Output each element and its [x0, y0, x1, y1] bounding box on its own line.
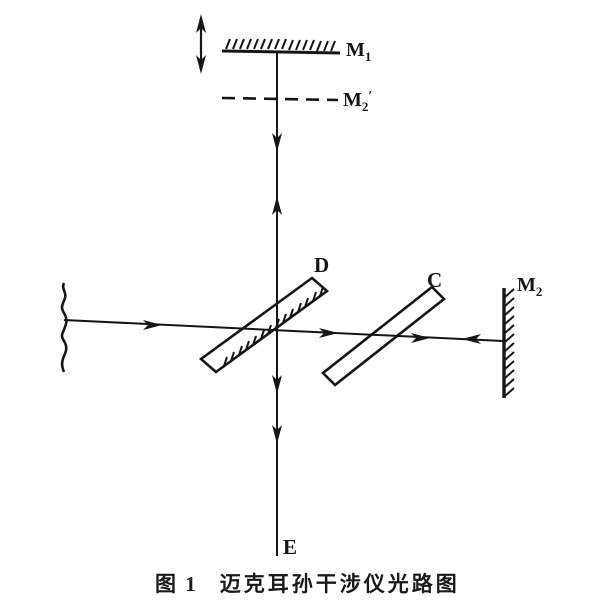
label-beam-splitter-d: D [314, 253, 329, 277]
arrowhead-right-icon [143, 320, 162, 330]
arrowhead-up-icon [272, 196, 282, 215]
label-mirror-m1: M1 [346, 39, 371, 64]
mirror-m1-hatching [225, 38, 336, 52]
beam-splitter-hatching [223, 286, 324, 367]
horizontal-beam [63, 319, 504, 342]
label-mirror-m2: M2 [517, 274, 542, 299]
arrowhead-right-icon [411, 333, 430, 343]
arrowhead-down-icon [272, 425, 282, 444]
beam-splitter-plate [198, 276, 330, 374]
arrowhead-down-icon [196, 55, 206, 74]
arrowhead-down-icon [272, 375, 282, 394]
figure-caption-title: 迈克耳孙干涉仪光路图 [220, 572, 460, 596]
figure-caption-number: 图 1 [155, 572, 198, 596]
label-virtual-mirror-m2-prime: M2′ [343, 89, 372, 114]
mirror-m1-surface [221, 49, 341, 55]
label-compensator-c: C [427, 268, 442, 292]
arrowhead-right-icon [319, 328, 338, 338]
virtual-mirror-m2-prime-dashed-line [221, 96, 339, 102]
arrowhead-down-icon [272, 133, 282, 152]
figure-caption: 图 1 迈克耳孙干涉仪光路图 [155, 572, 460, 596]
label-exit-beam-e: E [283, 535, 297, 559]
arrowhead-up-icon [196, 14, 206, 33]
mirror-m2-hatching [504, 288, 515, 397]
arrowhead-left-icon [462, 334, 481, 344]
light-source-wavy-line [60, 282, 68, 373]
compensator-plate [321, 285, 446, 387]
